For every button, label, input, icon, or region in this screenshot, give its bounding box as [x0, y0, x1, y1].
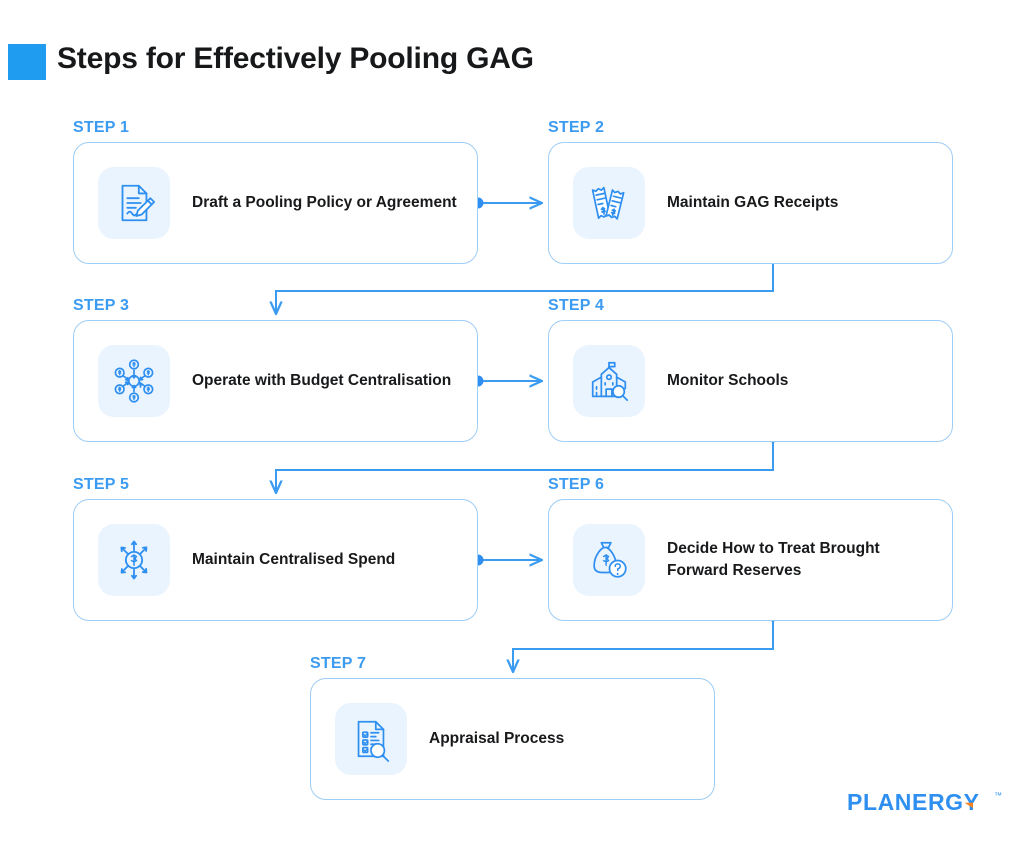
- step-2-label: STEP 2: [548, 119, 605, 136]
- title-accent-square: [8, 44, 46, 80]
- step-6-label: STEP 6: [548, 476, 605, 493]
- step-7-label: STEP 7: [310, 655, 367, 672]
- step-6-title: Decide How to Treat Brought Forward Rese…: [667, 540, 880, 579]
- document-pen-icon: [98, 167, 170, 239]
- planergy-wordmark: PLANERGY: [847, 790, 980, 815]
- planergy-logo: PLANERGY ™: [847, 790, 1002, 816]
- step-1-label: STEP 1: [73, 119, 130, 136]
- step-7-title: Appraisal Process: [429, 730, 565, 747]
- step-7-card[interactable]: Appraisal Process: [310, 678, 715, 800]
- step-5-label: STEP 5: [73, 476, 130, 493]
- checklist-magnifier-icon: [335, 703, 407, 775]
- money-bag-question-icon: [573, 524, 645, 596]
- step-4-title: Monitor Schools: [667, 372, 789, 389]
- step-3-card[interactable]: Operate with Budget Centralisation: [73, 320, 478, 442]
- step-1-title: Draft a Pooling Policy or Agreement: [192, 194, 457, 211]
- school-magnifier-icon: [573, 345, 645, 417]
- step-4-card[interactable]: Monitor Schools: [548, 320, 953, 442]
- dollar-distribute-icon: [98, 524, 170, 596]
- page-title: Steps for Effectively Pooling GAG: [57, 42, 534, 75]
- budget-centralisation-icon: [98, 345, 170, 417]
- step-2-card[interactable]: Maintain GAG Receipts: [548, 142, 953, 264]
- receipts-icon: [573, 167, 645, 239]
- step-5-card[interactable]: Maintain Centralised Spend: [73, 499, 478, 621]
- svg-text:PLANERGY: PLANERGY: [847, 790, 980, 815]
- step-2-title: Maintain GAG Receipts: [667, 194, 839, 211]
- step-1-card[interactable]: Draft a Pooling Policy or Agreement: [73, 142, 478, 264]
- step-5-title: Maintain Centralised Spend: [192, 551, 396, 568]
- step-6-card[interactable]: Decide How to Treat Brought Forward Rese…: [548, 499, 953, 621]
- step-4-label: STEP 4: [548, 297, 605, 314]
- trademark-symbol: ™: [994, 791, 1002, 800]
- step-3-label: STEP 3: [73, 297, 130, 314]
- step-3-title: Operate with Budget Centralisation: [192, 372, 452, 389]
